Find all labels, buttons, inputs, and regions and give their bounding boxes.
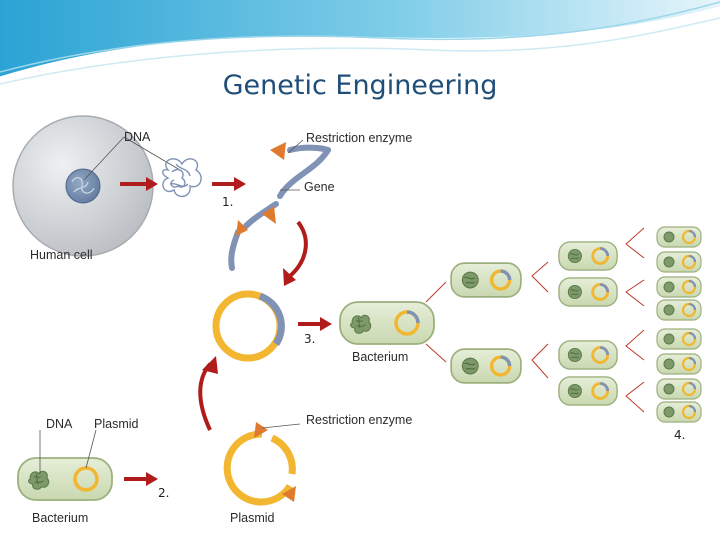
bacterium-recombinant [339, 301, 435, 345]
arrow-head-icon [234, 177, 246, 191]
bacterium-gen3 [558, 376, 618, 406]
bacterium-gen4 [656, 226, 702, 248]
cut-plasmid [223, 430, 296, 506]
enzyme-pointer-line [287, 139, 304, 154]
bacterium-gen4 [656, 378, 702, 400]
restriction-enzyme-icon [236, 220, 248, 236]
page-title: Genetic Engineering [222, 70, 498, 101]
plasmid-label-top: Plasmid [94, 417, 139, 431]
bacterium-gen2 [450, 262, 522, 298]
step-1-label: 1. [222, 195, 233, 209]
bacterium-with-plasmid [17, 457, 113, 501]
arrow-head-icon [146, 177, 158, 191]
restriction-enzyme-icon [270, 142, 286, 160]
restriction-enzyme-label-bottom: Restriction enzyme [306, 413, 412, 427]
arrow-head-icon [320, 317, 332, 331]
header-wave-decoration [0, 0, 720, 85]
division-pointer-lines [425, 281, 447, 363]
division-pointer-lines [531, 261, 549, 379]
enzyme-pointer-line [261, 423, 301, 429]
dna-pointer-line [83, 136, 125, 181]
arrow-head-icon [146, 472, 158, 486]
curved-arrow-icon [288, 220, 308, 278]
division-pointer-lines [625, 227, 645, 413]
dna-strand-tangle [162, 158, 202, 197]
bacterium-bottom-label: Bacterium [32, 511, 88, 525]
dna-pointer-line [123, 136, 181, 171]
step-2-label: 2. [158, 486, 169, 500]
bacterium-gen4 [656, 276, 702, 298]
step-4-label: 4. [674, 428, 685, 442]
bacterium-gen4 [656, 353, 702, 375]
arrow-head-icon [202, 356, 218, 374]
dna-label-top: DNA [124, 130, 151, 144]
bacterium-center-label: Bacterium [352, 350, 408, 364]
restriction-enzyme-icon [262, 206, 276, 224]
plasmid-pointer-line [85, 429, 97, 469]
bacterium-gen4 [656, 328, 702, 350]
gene-label: Gene [304, 180, 335, 194]
gene-strand [228, 144, 331, 271]
restriction-enzyme-icon [254, 422, 268, 438]
restriction-enzyme-icon [282, 486, 296, 502]
dna-label-bottom: DNA [46, 417, 73, 431]
bacterium-gen4 [656, 401, 702, 423]
bacterium-gen4 [656, 251, 702, 273]
curved-arrow-icon [198, 362, 212, 431]
recombinant-plasmid [212, 290, 285, 362]
bacterium-gen4 [656, 299, 702, 321]
restriction-enzyme-label-top: Restriction enzyme [306, 131, 412, 145]
bacterium-gen3 [558, 340, 618, 370]
bacterium-gen2 [450, 348, 522, 384]
bacterium-gen3 [558, 241, 618, 271]
genetic-engineering-diagram: Human cell DNA 1. Restriction enzyme [12, 115, 702, 525]
plasmid-bottom-label: Plasmid [230, 511, 275, 525]
step-3-label: 3. [304, 332, 315, 346]
bacterium-gen3 [558, 277, 618, 307]
arrow-head-icon [283, 268, 296, 286]
human-cell [12, 115, 154, 257]
human-cell-label: Human cell [30, 248, 93, 262]
